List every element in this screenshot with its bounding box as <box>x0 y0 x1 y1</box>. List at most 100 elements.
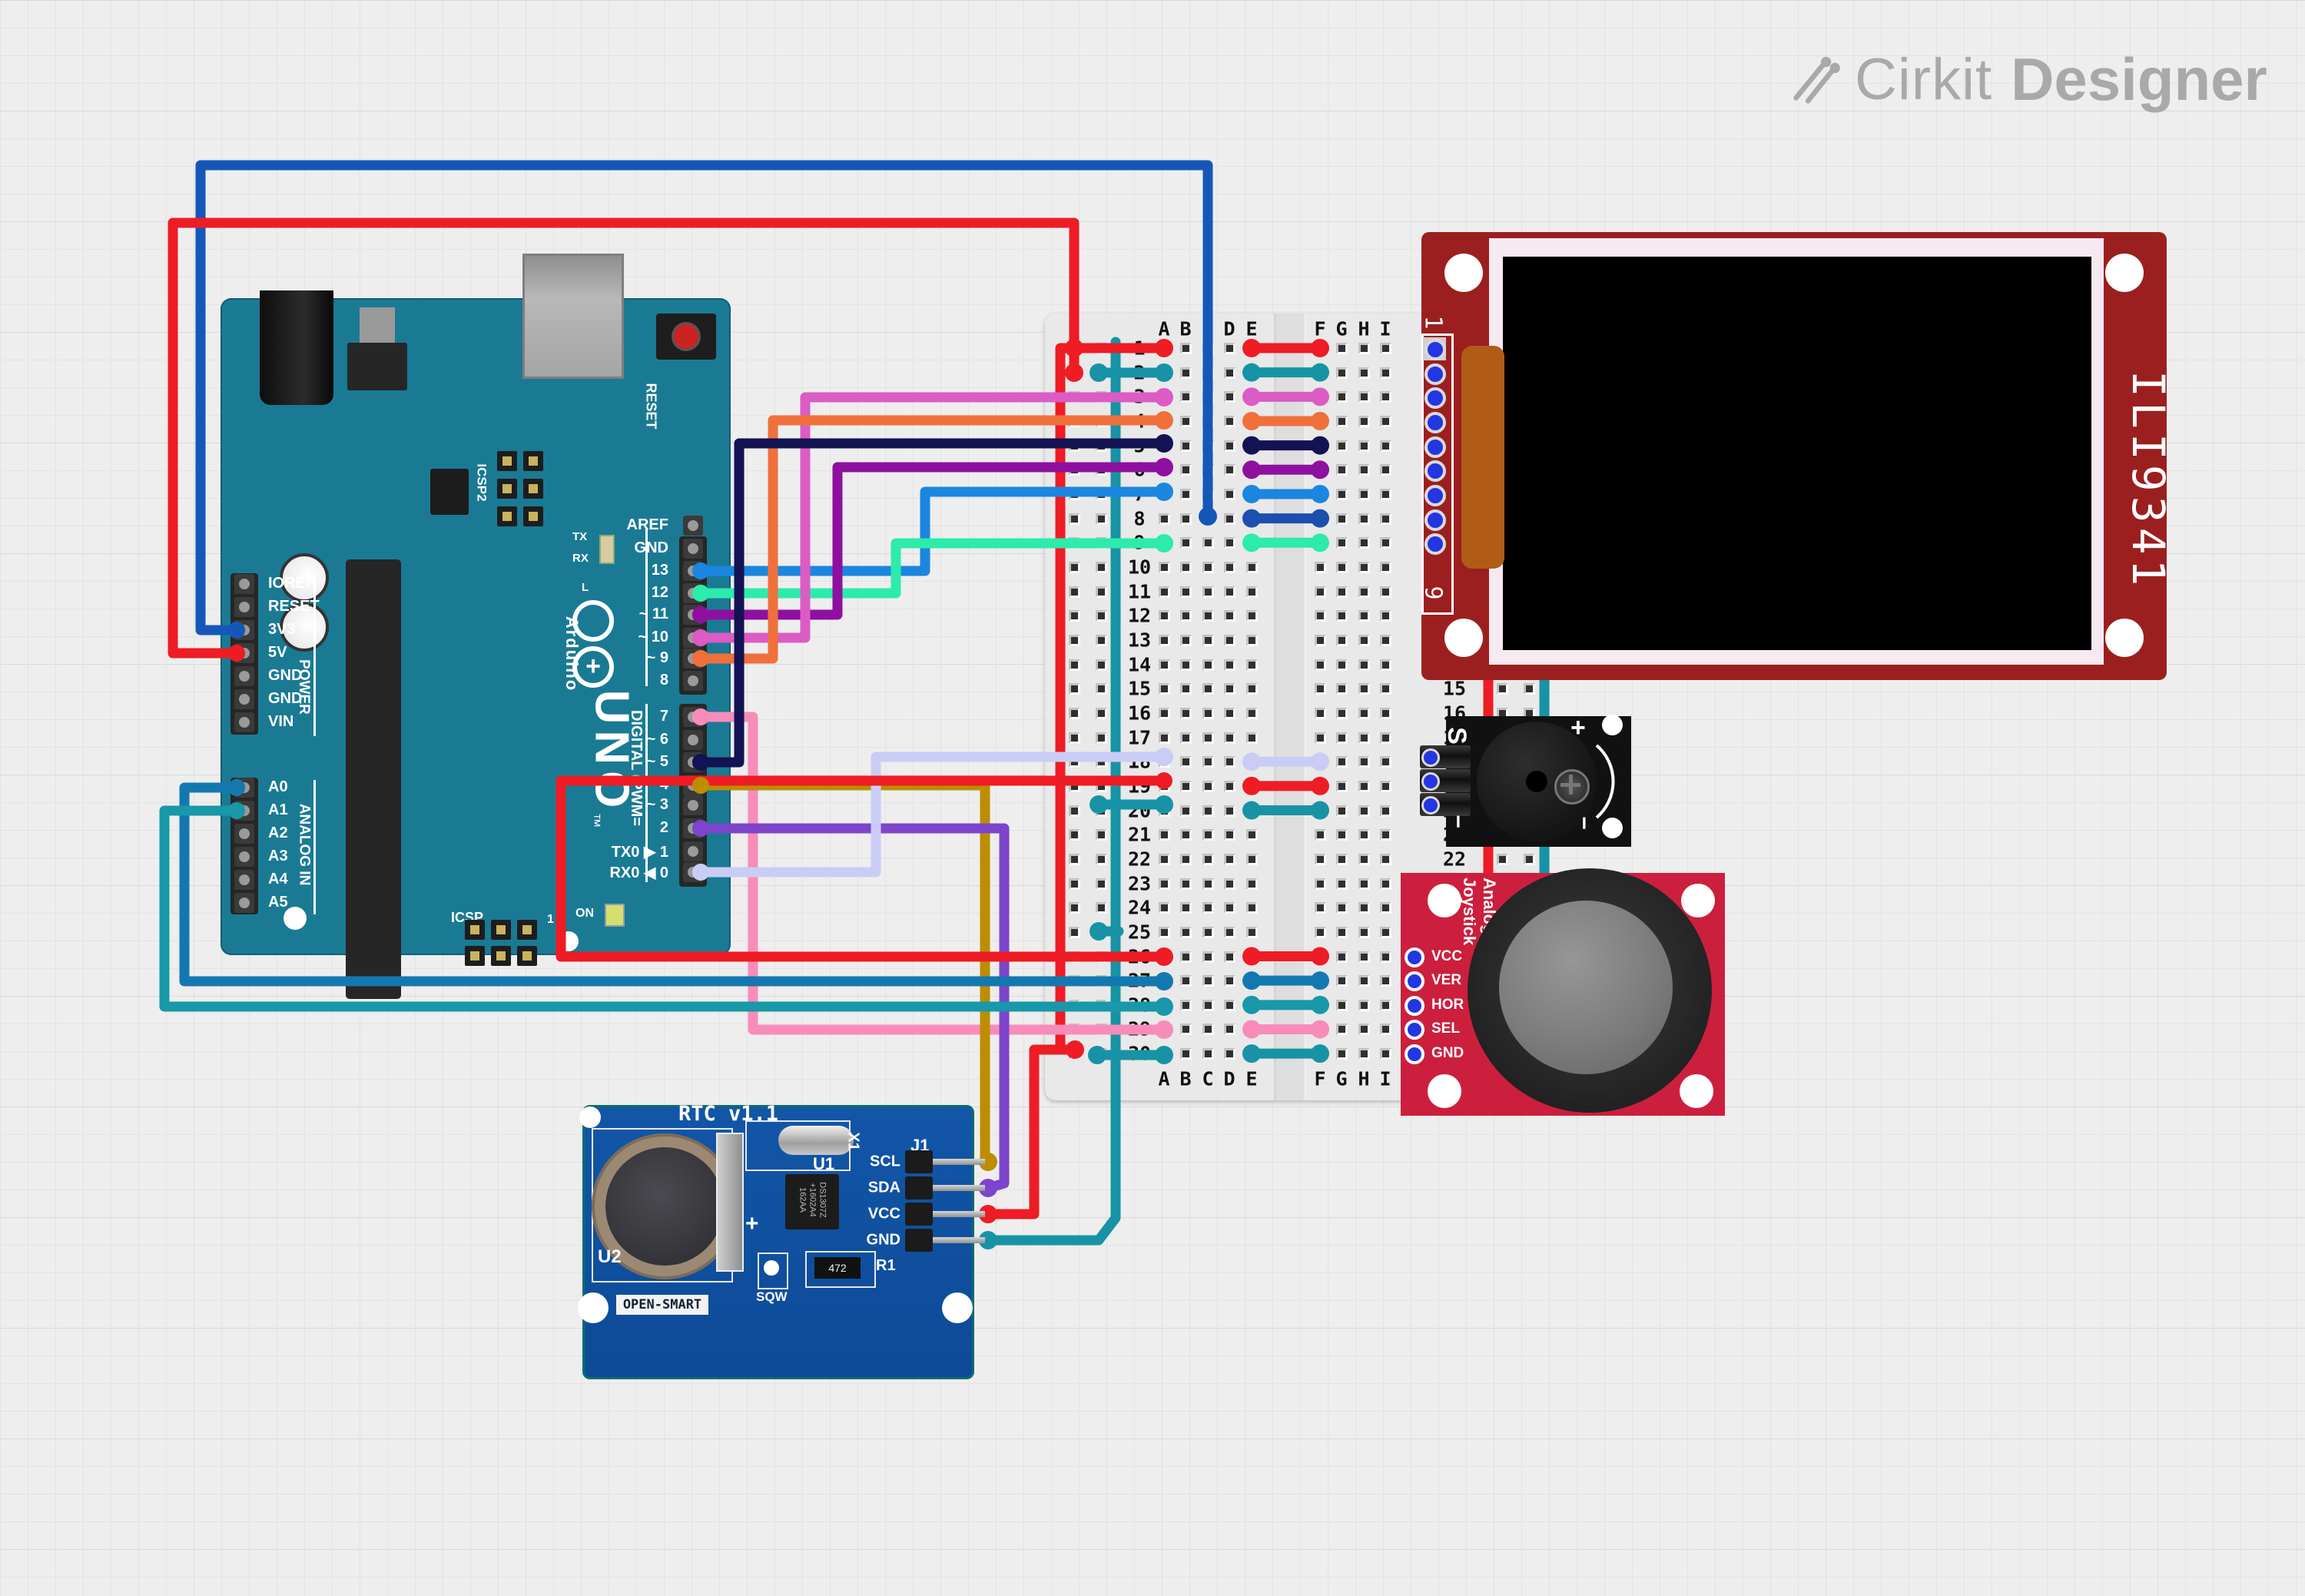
breadboard-hole[interactable] <box>1380 391 1391 403</box>
breadboard-hole[interactable] <box>1315 440 1326 452</box>
breadboard-hole[interactable] <box>1180 488 1192 500</box>
breadboard-hole[interactable] <box>1159 586 1170 598</box>
arduino-pin[interactable] <box>683 795 703 815</box>
arduino-pin[interactable] <box>234 801 254 821</box>
breadboard-hole[interactable] <box>1380 659 1391 671</box>
breadboard-hole[interactable] <box>1336 343 1348 354</box>
breadboard-hole[interactable] <box>1224 951 1235 963</box>
breadboard-hole[interactable] <box>1380 634 1391 646</box>
breadboard-hole[interactable] <box>1246 488 1258 500</box>
breadboard-hole[interactable] <box>1069 902 1080 914</box>
breadboard-hole[interactable] <box>1358 926 1370 938</box>
breadboard-hole[interactable] <box>1358 1048 1370 1060</box>
breadboard-hole[interactable] <box>1159 926 1170 938</box>
breadboard-hole[interactable] <box>1315 561 1326 573</box>
breadboard-hole[interactable] <box>1180 829 1192 841</box>
display-pin-7[interactable] <box>1424 484 1446 506</box>
breadboard-hole[interactable] <box>1336 586 1348 598</box>
breadboard-hole[interactable] <box>1315 586 1326 598</box>
breadboard-hole[interactable] <box>1159 780 1170 792</box>
breadboard-hole[interactable] <box>1096 975 1107 987</box>
rtc-header-pin[interactable] <box>905 1203 933 1226</box>
breadboard-hole[interactable] <box>1096 707 1107 719</box>
breadboard-hole[interactable] <box>1202 537 1214 549</box>
breadboard-hole[interactable] <box>1159 707 1170 719</box>
breadboard-hole[interactable] <box>1224 659 1235 671</box>
breadboard-hole[interactable] <box>1096 683 1107 695</box>
arduino-pin[interactable] <box>683 730 703 750</box>
breadboard-hole[interactable] <box>1336 537 1348 549</box>
breadboard-hole[interactable] <box>1380 707 1391 719</box>
breadboard-hole[interactable] <box>1224 440 1235 452</box>
breadboard-hole[interactable] <box>1224 805 1235 817</box>
breadboard-hole[interactable] <box>1315 391 1326 403</box>
buzzer-pad-3[interactable] <box>1421 796 1440 815</box>
breadboard-hole[interactable] <box>1224 610 1235 622</box>
breadboard-hole[interactable] <box>1069 659 1080 671</box>
breadboard-hole[interactable] <box>1202 367 1214 379</box>
breadboard-hole[interactable] <box>1358 707 1370 719</box>
arduino-pin[interactable] <box>683 649 703 669</box>
breadboard-hole[interactable] <box>1315 902 1326 914</box>
breadboard-hole[interactable] <box>1336 732 1348 744</box>
breadboard-hole[interactable] <box>1180 805 1192 817</box>
breadboard-hole[interactable] <box>1180 683 1192 695</box>
breadboard-hole[interactable] <box>1202 610 1214 622</box>
breadboard-hole[interactable] <box>1069 951 1080 963</box>
arduino-pin[interactable] <box>234 620 254 640</box>
breadboard-hole[interactable] <box>1096 586 1107 598</box>
breadboard-hole[interactable] <box>1380 926 1391 938</box>
breadboard-hole[interactable] <box>1180 464 1192 476</box>
breadboard-hole[interactable] <box>1315 707 1326 719</box>
breadboard-hole[interactable] <box>1202 513 1214 525</box>
breadboard-hole[interactable] <box>1180 415 1192 427</box>
breadboard-hole[interactable] <box>1380 464 1391 476</box>
breadboard-hole[interactable] <box>1246 756 1258 768</box>
breadboard-hole[interactable] <box>1180 707 1192 719</box>
breadboard-hole[interactable] <box>1180 561 1192 573</box>
breadboard-hole[interactable] <box>1096 561 1107 573</box>
breadboard-hole[interactable] <box>1180 999 1192 1011</box>
breadboard-hole[interactable] <box>1224 415 1235 427</box>
breadboard-hole[interactable] <box>1096 999 1107 1011</box>
breadboard-hole[interactable] <box>1159 1048 1170 1060</box>
breadboard-hole[interactable] <box>1315 732 1326 744</box>
breadboard-hole[interactable] <box>1358 780 1370 792</box>
breadboard-hole[interactable] <box>1380 488 1391 500</box>
breadboard-hole[interactable] <box>1358 488 1370 500</box>
rtc-header-pin[interactable] <box>905 1229 933 1252</box>
breadboard-hole[interactable] <box>1069 415 1080 427</box>
breadboard-hole[interactable] <box>1069 683 1080 695</box>
breadboard-hole[interactable] <box>1315 683 1326 695</box>
breadboard-hole[interactable] <box>1180 343 1192 354</box>
breadboard-hole[interactable] <box>1069 1048 1080 1060</box>
breadboard-hole[interactable] <box>1315 343 1326 354</box>
breadboard-hole[interactable] <box>1336 464 1348 476</box>
breadboard-hole[interactable] <box>1336 805 1348 817</box>
breadboard-hole[interactable] <box>1224 391 1235 403</box>
breadboard-hole[interactable] <box>1246 951 1258 963</box>
breadboard-hole[interactable] <box>1336 707 1348 719</box>
breadboard-hole[interactable] <box>1358 805 1370 817</box>
breadboard-hole[interactable] <box>1180 586 1192 598</box>
breadboard-hole[interactable] <box>1159 659 1170 671</box>
breadboard-hole[interactable] <box>1202 1024 1214 1036</box>
arduino-pin[interactable] <box>683 561 703 581</box>
breadboard-hole[interactable] <box>1246 707 1258 719</box>
arduino-pin[interactable] <box>683 775 703 795</box>
arduino-pin[interactable] <box>234 666 254 686</box>
breadboard-hole[interactable] <box>1246 878 1258 890</box>
breadboard-hole[interactable] <box>1336 488 1348 500</box>
breadboard-hole[interactable] <box>1336 829 1348 841</box>
breadboard-hole[interactable] <box>1202 391 1214 403</box>
breadboard-hole[interactable] <box>1180 1048 1192 1060</box>
breadboard-hole[interactable] <box>1096 440 1107 452</box>
breadboard-hole[interactable] <box>1180 367 1192 379</box>
breadboard-hole[interactable] <box>1202 440 1214 452</box>
breadboard-hole[interactable] <box>1336 513 1348 525</box>
breadboard-hole[interactable] <box>1336 975 1348 987</box>
breadboard-hole[interactable] <box>1336 951 1348 963</box>
breadboard-hole[interactable] <box>1159 999 1170 1011</box>
display-pin-2[interactable] <box>1424 363 1446 385</box>
breadboard-hole[interactable] <box>1380 537 1391 549</box>
